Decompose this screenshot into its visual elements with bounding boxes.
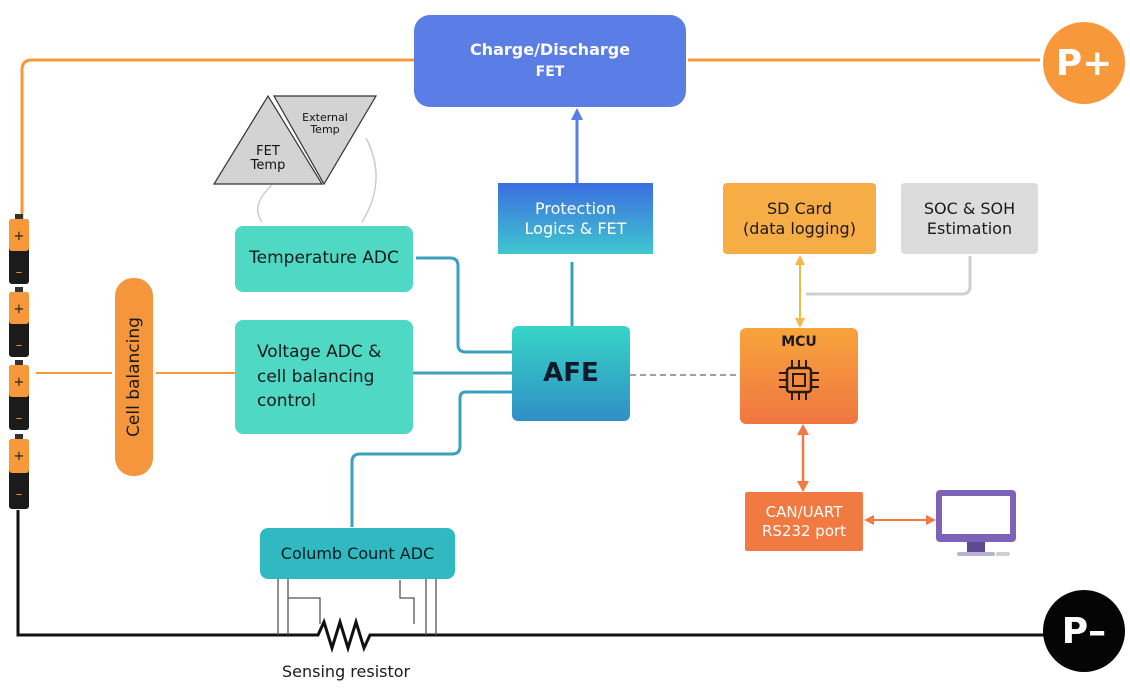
temperature-adc-block: Temperature ADC <box>235 226 413 292</box>
columb-count-adc-block: Columb Count ADC <box>260 528 455 579</box>
temp-to-afe-line <box>416 256 512 354</box>
sd-card-block: SD Card (data logging) <box>723 183 876 254</box>
cell-3-plus: + <box>14 375 25 390</box>
can-uart-port-block: CAN/UART RS232 port <box>745 492 863 551</box>
fet-title: Charge/Discharge <box>469 40 631 60</box>
chip-icon <box>779 359 819 400</box>
arrow-left-icon <box>864 515 874 525</box>
charge-discharge-fet-block: Charge/Discharge FET <box>414 15 686 107</box>
battery-cell-icon <box>9 360 29 430</box>
arrow-down-icon <box>797 481 809 492</box>
temperature-adc-label: Temperature ADC <box>249 248 399 269</box>
cell-2-minus: – <box>16 338 23 353</box>
soc-line <box>806 256 972 296</box>
cell-4-plus: + <box>14 449 25 464</box>
resistor-icon <box>300 616 390 654</box>
external-temp-sensor-icon <box>272 95 378 186</box>
cell-2-plus: + <box>14 302 25 317</box>
columb-count-label: Columb Count ADC <box>280 543 435 563</box>
positive-line-left <box>20 58 418 230</box>
arrow-up-icon <box>797 424 809 435</box>
protection-logics-block: Protection Logics & FET <box>498 183 653 254</box>
mcu-label: MCU <box>781 334 817 350</box>
cell-balancing-label: Cell balancing <box>124 317 144 437</box>
cell-balancing-block: Cell balancing <box>115 278 153 476</box>
arrow-right-icon <box>926 515 936 525</box>
fet-subtitle: FET <box>535 64 565 81</box>
battery-cell-icon <box>9 214 29 284</box>
external-temp-wire <box>361 137 377 223</box>
negative-terminal-label: P– <box>1061 610 1107 652</box>
columb-to-afe-line <box>350 390 512 527</box>
arrow-up-icon <box>795 255 805 265</box>
cell-3-minus: – <box>16 411 23 426</box>
positive-terminal: P+ <box>1043 22 1125 104</box>
negative-line <box>16 510 1045 637</box>
battery-stack <box>9 214 29 509</box>
sense-wire-left <box>277 577 321 635</box>
mcu-block: MCU <box>740 328 858 424</box>
external-temp-label: External Temp <box>302 111 348 137</box>
computer-monitor-icon <box>936 490 1016 556</box>
cell-1-plus: + <box>14 229 25 244</box>
sense-wire-right <box>399 577 437 635</box>
battery-cell-icon <box>9 434 29 509</box>
sensing-resistor-label: Sensing resistor <box>282 662 411 681</box>
afe-block: AFE <box>512 326 630 421</box>
fet-temp-sensor-icon <box>212 94 324 185</box>
negative-terminal: P– <box>1043 590 1125 672</box>
fet-temp-label: FET Temp <box>250 144 286 174</box>
voltage-adc-label: Voltage ADC & cell balancing control <box>257 342 382 412</box>
afe-label: AFE <box>543 358 599 389</box>
protection-label: Protection Logics & FET <box>524 198 627 238</box>
voltage-adc-block: Voltage ADC & cell balancing control <box>235 320 413 434</box>
sd-card-label: SD Card (data logging) <box>743 198 856 238</box>
positive-terminal-label: P+ <box>1055 42 1113 84</box>
cell-4-minus: – <box>16 487 23 502</box>
cell-1-minus: – <box>16 265 23 280</box>
soc-soh-block: SOC & SOH Estimation <box>901 183 1038 254</box>
can-uart-label: CAN/UART RS232 port <box>761 502 847 540</box>
soc-soh-label: SOC & SOH Estimation <box>923 198 1016 238</box>
fet-temp-wire <box>257 184 273 223</box>
arrow-down-icon <box>795 318 805 328</box>
battery-cell-icon <box>9 287 29 357</box>
arrow-up-icon <box>571 108 583 120</box>
